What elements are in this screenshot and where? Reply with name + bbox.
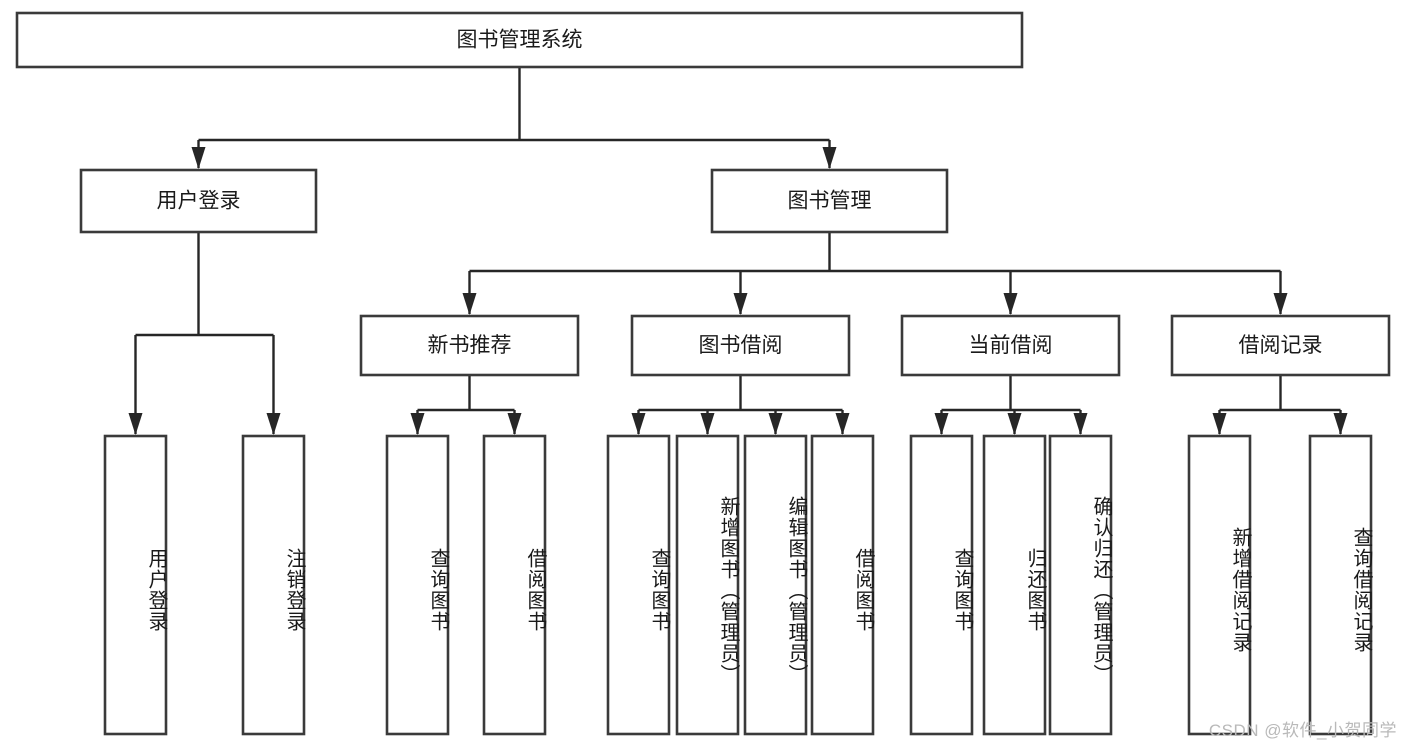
- node-current-borrow[interactable]: 当前借阅: [900, 314, 1121, 377]
- node-borrow-record[interactable]: 借阅记录: [1170, 314, 1391, 377]
- leaf-leaf-return-book[interactable]: [982, 434, 1047, 736]
- leaf-leaf-query-book-borrow[interactable]: [606, 434, 671, 736]
- leaf-leaf-add-book[interactable]: [675, 434, 740, 736]
- node-borrow-record-rect: [1170, 314, 1391, 377]
- leaf-leaf-query-book-cur[interactable]: [909, 434, 974, 736]
- leaf-leaf-edit-book-rect: [743, 434, 808, 736]
- csdn-watermark: CSDN @软件_小贺同学: [1208, 721, 1397, 740]
- leaf-leaf-edit-book[interactable]: [743, 434, 808, 736]
- leaf-leaf-query-book-rec-rect: [385, 434, 450, 736]
- leaf-leaf-add-book-rect: [675, 434, 740, 736]
- node-book-borrow-rect: [630, 314, 851, 377]
- leaf-leaf-confirm-return-rect: [1048, 434, 1113, 736]
- leaf-leaf-user-logout-rect: [241, 434, 306, 736]
- node-root-label: 图书管理系统: [457, 29, 583, 52]
- leaf-leaf-return-book-rect: [982, 434, 1047, 736]
- node-book-borrow[interactable]: 图书借阅: [630, 314, 851, 377]
- leaf-leaf-add-record-rect: [1187, 434, 1252, 736]
- node-new-book-recommend[interactable]: 新书推荐: [359, 314, 580, 377]
- node-new-book-recommend-rect: [359, 314, 580, 377]
- leaf-leaf-borrow-book-rect: [810, 434, 875, 736]
- connector-layer: [128, 67, 1348, 435]
- leaf-leaf-query-book-cur-rect: [909, 434, 974, 736]
- leaf-leaf-confirm-return[interactable]: [1048, 434, 1113, 736]
- node-book-manage-rect: [710, 168, 949, 234]
- leaf-leaf-query-record[interactable]: [1308, 434, 1373, 736]
- node-root[interactable]: 图书管理系统: [15, 11, 1024, 69]
- leaf-leaf-user-login-rect: [103, 434, 168, 736]
- leaf-leaf-user-login[interactable]: [103, 434, 168, 736]
- node-current-borrow-label: 当前借阅: [969, 334, 1053, 357]
- node-user-login-rect: [79, 168, 318, 234]
- leaf-leaf-query-book-borrow-rect: [606, 434, 671, 736]
- leaf-leaf-query-record-rect: [1308, 434, 1373, 736]
- node-current-borrow-rect: [900, 314, 1121, 377]
- node-new-book-recommend-label: 新书推荐: [428, 334, 512, 357]
- node-borrow-record-label: 借阅记录: [1239, 334, 1323, 357]
- leaf-leaf-query-book-rec[interactable]: [385, 434, 450, 736]
- node-user-login-label: 用户登录: [157, 190, 241, 213]
- node-book-borrow-label: 图书借阅: [699, 334, 783, 357]
- node-user-login[interactable]: 用户登录: [79, 168, 318, 234]
- leaf-leaf-borrow-book[interactable]: [810, 434, 875, 736]
- node-book-manage[interactable]: 图书管理: [710, 168, 949, 234]
- leaf-leaf-borrow-book-rec-rect: [482, 434, 547, 736]
- node-root-rect: [15, 11, 1024, 69]
- leaf-leaf-user-logout[interactable]: [241, 434, 306, 736]
- leaf-leaf-borrow-book-rec[interactable]: [482, 434, 547, 736]
- node-book-manage-label: 图书管理: [788, 190, 872, 213]
- leaf-leaf-add-record[interactable]: [1187, 434, 1252, 736]
